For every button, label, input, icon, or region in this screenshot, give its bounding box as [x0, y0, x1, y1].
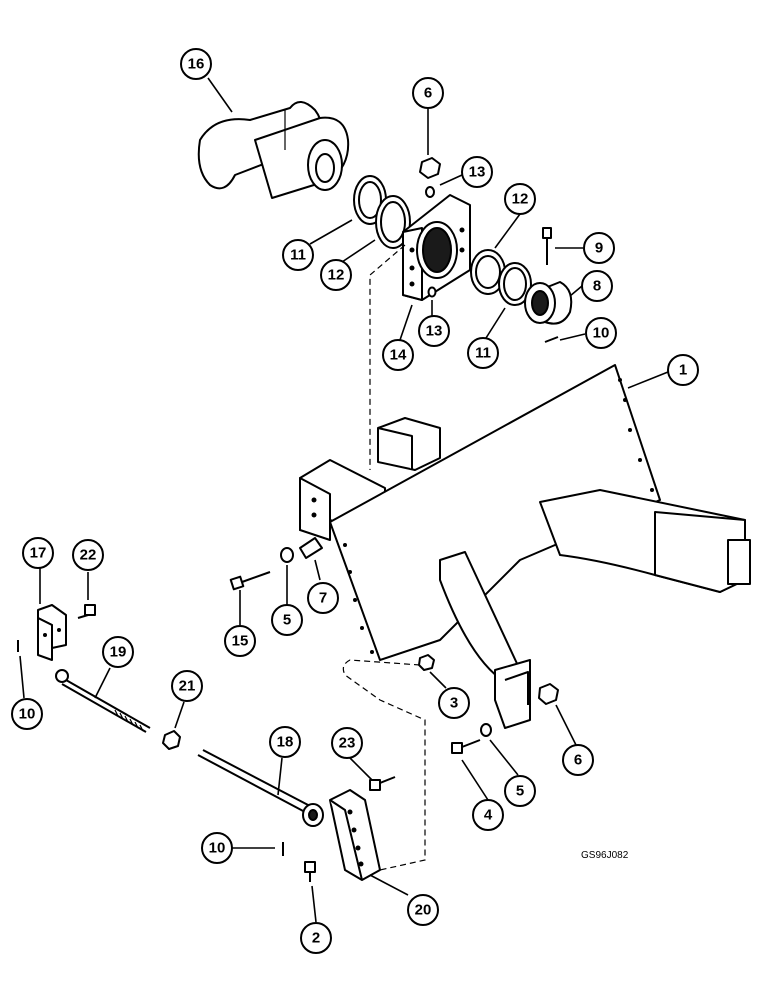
part-13-lockwasher-bottom — [427, 286, 437, 298]
alignment-line-bracket — [342, 659, 426, 871]
svg-text:12: 12 — [328, 267, 345, 284]
callout-6-top: 6 — [412, 77, 444, 109]
callout-12-left: 12 — [320, 259, 352, 291]
part-22-bolt — [77, 604, 96, 619]
svg-text:6: 6 — [424, 85, 432, 102]
svg-text:8: 8 — [593, 278, 601, 295]
callout-21: 21 — [171, 670, 203, 702]
svg-text:23: 23 — [339, 735, 356, 752]
part-18-rod — [197, 749, 324, 827]
callout-16: 16 — [180, 48, 212, 80]
part-5-washer-lower — [480, 723, 492, 737]
callout-5-lower: 5 — [504, 775, 536, 807]
svg-text:2: 2 — [312, 930, 320, 947]
callout-10-left: 10 — [11, 698, 43, 730]
part-1-main-frame — [299, 364, 751, 729]
part-21-nut — [162, 730, 181, 750]
part-3-nut — [418, 654, 435, 671]
svg-text:1: 1 — [679, 362, 687, 379]
part-8-collar — [524, 281, 573, 325]
callout-5-upper: 5 — [271, 604, 303, 636]
callout-19: 19 — [102, 636, 134, 668]
svg-text:21: 21 — [179, 678, 196, 695]
callout-3: 3 — [438, 687, 470, 719]
svg-text:10: 10 — [209, 840, 226, 857]
part-20-bracket — [329, 789, 381, 881]
callout-6-lower: 6 — [562, 744, 594, 776]
callout-23: 23 — [331, 727, 363, 759]
callout-13-top: 13 — [461, 156, 493, 188]
part-5-washer — [280, 547, 294, 563]
svg-text:5: 5 — [283, 612, 291, 629]
svg-text:6: 6 — [574, 752, 582, 769]
callout-10-lower: 10 — [201, 832, 233, 864]
part-14-bearing-plate — [402, 194, 471, 301]
svg-text:3: 3 — [450, 695, 458, 712]
callout-7: 7 — [307, 582, 339, 614]
svg-text:11: 11 — [475, 345, 491, 362]
part-16-tube-housing — [197, 101, 350, 199]
alignment-line-plate — [369, 244, 406, 470]
callout-22: 22 — [72, 539, 104, 571]
reference-code: GS96J082 — [581, 850, 629, 861]
svg-text:5: 5 — [516, 783, 524, 800]
callout-18: 18 — [269, 726, 301, 758]
part-2-bolt — [304, 861, 316, 882]
part-7-spacer — [299, 537, 323, 559]
svg-text:10: 10 — [593, 325, 610, 342]
callout-2: 2 — [300, 922, 332, 954]
leader-lines — [19, 77, 669, 923]
callout-9: 9 — [583, 232, 615, 264]
svg-text:20: 20 — [415, 902, 432, 919]
svg-text:13: 13 — [426, 323, 443, 340]
part-19-threaded-rod — [55, 669, 151, 733]
part-6-nut-lower — [538, 683, 559, 705]
callout-12-right: 12 — [504, 183, 536, 215]
part-12-bushing-left — [375, 195, 411, 249]
part-10-pin-top — [544, 336, 559, 343]
callout-11-left: 11 — [282, 239, 314, 271]
callout-15: 15 — [224, 625, 256, 657]
callout-17: 17 — [22, 537, 54, 569]
svg-text:12: 12 — [512, 191, 529, 208]
callout-4: 4 — [472, 799, 504, 831]
svg-text:19: 19 — [110, 644, 127, 661]
part-6-nut-top — [419, 157, 441, 179]
svg-text:10: 10 — [19, 706, 36, 723]
callout-20: 20 — [407, 894, 439, 926]
part-17-bracket — [37, 604, 67, 661]
svg-text:22: 22 — [80, 547, 97, 564]
svg-text:18: 18 — [277, 734, 294, 751]
svg-text:14: 14 — [390, 347, 407, 364]
svg-text:17: 17 — [30, 545, 47, 562]
callout-13-bottom: 13 — [418, 315, 450, 347]
svg-text:11: 11 — [290, 247, 306, 264]
svg-text:7: 7 — [319, 590, 327, 607]
svg-text:15: 15 — [232, 633, 249, 650]
callout-8: 8 — [581, 270, 613, 302]
svg-text:9: 9 — [595, 240, 603, 257]
callout-10-top: 10 — [585, 317, 617, 349]
callout-1: 1 — [667, 354, 699, 386]
svg-text:4: 4 — [484, 807, 493, 824]
svg-text:16: 16 — [188, 56, 205, 73]
part-23-bolt — [369, 776, 396, 791]
part-15-bolt — [229, 571, 271, 591]
callout-11-right: 11 — [467, 337, 499, 369]
svg-text:13: 13 — [469, 164, 486, 181]
part-9-bolt — [542, 227, 552, 265]
part-4-bolt — [451, 739, 481, 754]
part-13-lockwasher-top — [425, 186, 435, 198]
callout-14: 14 — [382, 339, 414, 371]
part-11-ring-right — [498, 262, 532, 306]
